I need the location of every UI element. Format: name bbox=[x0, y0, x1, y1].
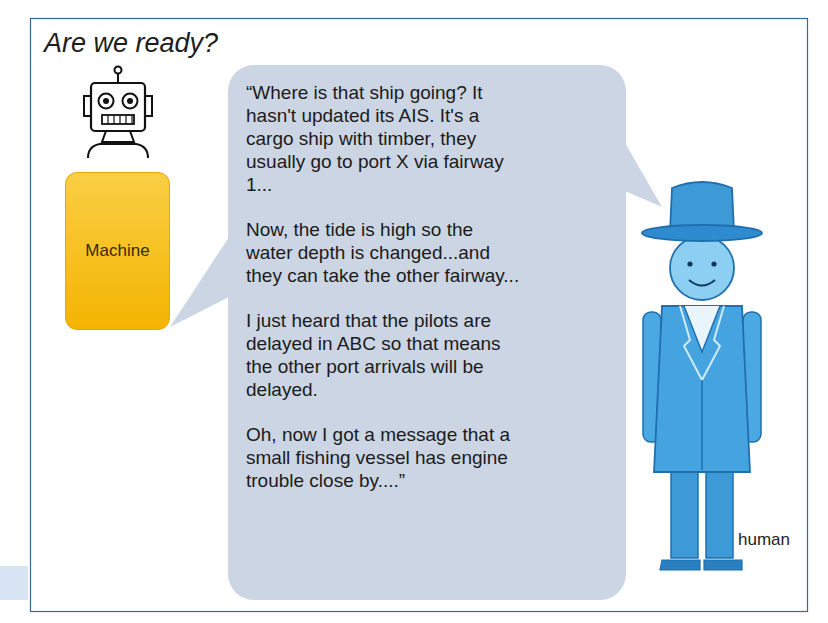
frame-border bbox=[31, 19, 808, 612]
human-leg bbox=[671, 466, 698, 558]
human-lapels bbox=[680, 306, 724, 380]
robot-pupil bbox=[127, 98, 133, 104]
human-jacket bbox=[654, 306, 750, 472]
human-feet bbox=[660, 560, 742, 570]
diagram-title: Are we ready? bbox=[44, 28, 218, 59]
bubble-tail-right bbox=[625, 143, 662, 207]
human-figure bbox=[642, 182, 762, 570]
robot-antenna-tip bbox=[115, 67, 122, 74]
node-paragraph: Now, the tide is high so the water depth… bbox=[246, 218, 524, 287]
node-text: “Where is that ship going? It hasn't upd… bbox=[246, 81, 524, 196]
node-paragraph: Oh, now I got a message that a small fis… bbox=[246, 423, 524, 492]
corner-tab bbox=[0, 566, 28, 600]
human-shirt bbox=[684, 306, 720, 352]
human-leg bbox=[706, 466, 733, 558]
robot-eye bbox=[123, 94, 138, 109]
bubble-body bbox=[228, 65, 626, 600]
human-eye bbox=[687, 261, 692, 266]
robot-teeth bbox=[108, 115, 132, 124]
human-head bbox=[670, 236, 734, 300]
robot-pupil bbox=[103, 98, 109, 104]
robot-eye bbox=[99, 94, 114, 109]
robot-icon bbox=[84, 67, 152, 159]
node-paragraph: I just heard that the pilots are delayed… bbox=[246, 309, 524, 401]
robot-head bbox=[91, 83, 145, 131]
human-eye bbox=[711, 261, 716, 266]
figure-label: human bbox=[738, 530, 790, 550]
human-jacket-seam bbox=[701, 380, 703, 470]
node-text: Machine bbox=[85, 241, 149, 261]
robot-shoulders bbox=[88, 144, 148, 158]
human-hat-brim bbox=[642, 225, 762, 241]
robot-mouth bbox=[102, 115, 134, 124]
speech-bubble: “Where is that ship going? It hasn't upd… bbox=[228, 65, 626, 600]
robot-neck bbox=[102, 131, 134, 142]
human-smile bbox=[689, 280, 715, 286]
bubble-tail-left bbox=[170, 237, 229, 327]
machine-box: Machine bbox=[65, 172, 170, 330]
